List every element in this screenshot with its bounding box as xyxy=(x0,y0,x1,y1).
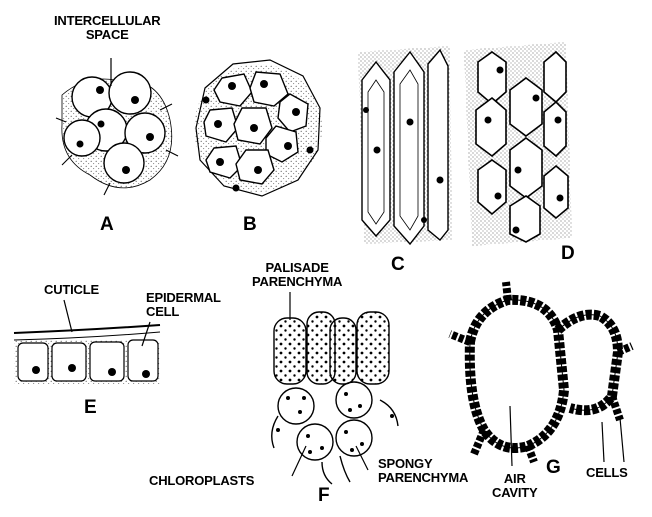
palisade-label-line1: PALISADE xyxy=(252,261,342,275)
figure-e xyxy=(14,300,160,384)
figure-d-letter: D xyxy=(561,244,575,264)
figure-g xyxy=(450,282,632,466)
chloroplasts-label: CHLOROPLASTS xyxy=(149,474,254,488)
intercellular-label-line1: INTERCELLULAR xyxy=(54,14,160,28)
figure-c xyxy=(358,46,452,244)
figure-b xyxy=(194,60,322,196)
intercellular-label-line2: SPACE xyxy=(54,28,160,42)
figure-b-letter: B xyxy=(243,215,257,235)
air-label-line2: CAVITY xyxy=(492,486,538,500)
spongy-label-line1: SPONGY xyxy=(378,457,468,471)
figure-d xyxy=(464,42,572,246)
air-cavity-label: AIR CAVITY xyxy=(492,472,538,499)
cuticle-label: CUTICLE xyxy=(44,283,99,297)
figure-c-letter: C xyxy=(391,255,405,275)
air-label-line1: AIR xyxy=(492,472,538,486)
cells-label: CELLS xyxy=(586,466,628,480)
intercellular-space-label: INTERCELLULAR SPACE xyxy=(54,14,160,41)
palisade-parenchyma-label: PALISADE PARENCHYMA xyxy=(252,261,342,288)
figure-a xyxy=(56,58,178,195)
epidermal-cell-label: EPIDERMAL CELL xyxy=(146,291,221,318)
figure-g-letter: G xyxy=(546,458,561,478)
palisade-label-line2: PARENCHYMA xyxy=(252,275,342,289)
epidermal-label-line2: CELL xyxy=(146,305,221,319)
figure-e-letter: E xyxy=(84,398,96,418)
figure-f-letter: F xyxy=(318,486,329,506)
figure-a-letter: A xyxy=(100,215,114,235)
spongy-label-line2: PARENCHYMA xyxy=(378,471,468,485)
spongy-parenchyma-label: SPONGY PARENCHYMA xyxy=(378,457,468,484)
epidermal-label-line1: EPIDERMAL xyxy=(146,291,221,305)
